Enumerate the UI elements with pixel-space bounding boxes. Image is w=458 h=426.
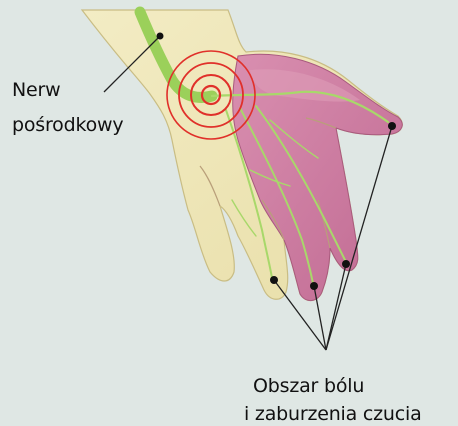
ring-tip-marker [270, 276, 278, 284]
nerve-label-line2: pośrodkowy [12, 113, 123, 137]
nerve-label-line1: Nerw [12, 78, 60, 102]
thumb-tip-marker [388, 122, 396, 130]
area-label-line2: i zaburzenia czucia [244, 402, 422, 426]
nerve-marker [157, 33, 164, 40]
middle-tip-marker [310, 282, 318, 290]
index-tip-marker [342, 260, 350, 268]
area-label-line1: Obszar bólu [253, 374, 364, 398]
